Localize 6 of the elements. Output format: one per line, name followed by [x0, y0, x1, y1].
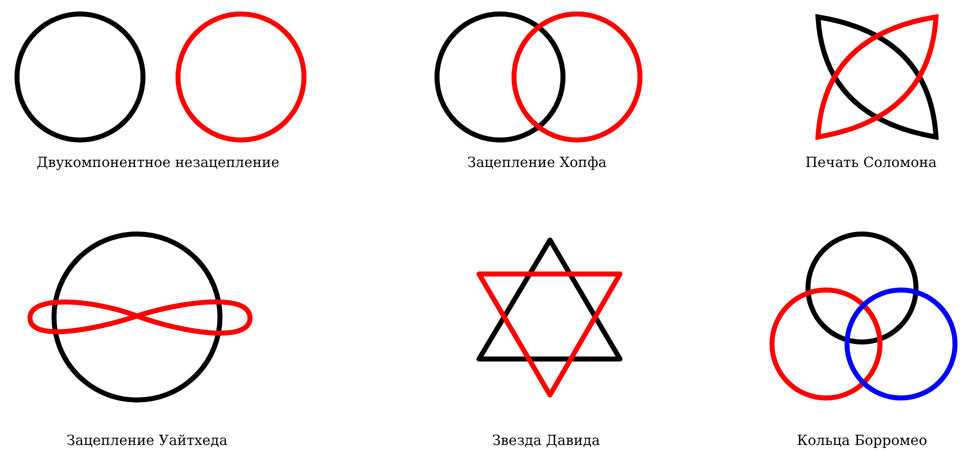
- caption: Двукомпонентное незацепление: [36, 154, 280, 172]
- caption: Зацепление Уайтхеда: [66, 432, 228, 450]
- caption: Печать Соломона: [805, 154, 937, 172]
- caption: Звезда Давида: [492, 432, 600, 450]
- caption: Зацепление Хопфа: [467, 154, 607, 172]
- caption: Кольца Борромео: [796, 432, 928, 450]
